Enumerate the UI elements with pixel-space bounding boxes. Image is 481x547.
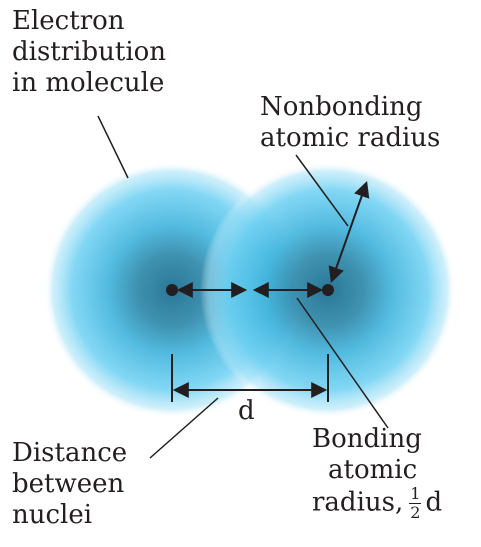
- fraction-numerator: 1: [409, 486, 421, 504]
- fraction-denominator: 2: [409, 504, 421, 521]
- nonbonding-radius-label: Nonbonding atomic radius: [260, 92, 440, 154]
- bonding-line-2: atomic: [312, 455, 442, 486]
- distance-between-nuclei-label: Distance between nuclei: [12, 438, 127, 531]
- electron-distribution-line-3: in molecule: [12, 68, 166, 99]
- electron-distribution-line-2: distribution: [12, 37, 166, 68]
- distance-line-3: nuclei: [12, 500, 127, 531]
- electron-distribution-line-1: Electron: [12, 6, 166, 37]
- right-nucleus: [322, 284, 334, 296]
- bonding-d-symbol: d: [425, 488, 442, 518]
- electron-distribution-leader: [98, 116, 128, 178]
- left-nucleus: [166, 284, 178, 296]
- nonbonding-line-1: Nonbonding: [260, 92, 440, 123]
- nonbonding-line-2: atomic radius: [260, 123, 440, 154]
- distance-line-2: between: [12, 469, 127, 500]
- bonding-line-1: Bonding: [312, 424, 442, 455]
- distance-symbol: d: [238, 396, 255, 427]
- distance-line-1: Distance: [12, 438, 127, 469]
- electron-distribution-label: Electron distribution in molecule: [12, 6, 166, 99]
- bonding-radius-word: radius,: [312, 488, 403, 518]
